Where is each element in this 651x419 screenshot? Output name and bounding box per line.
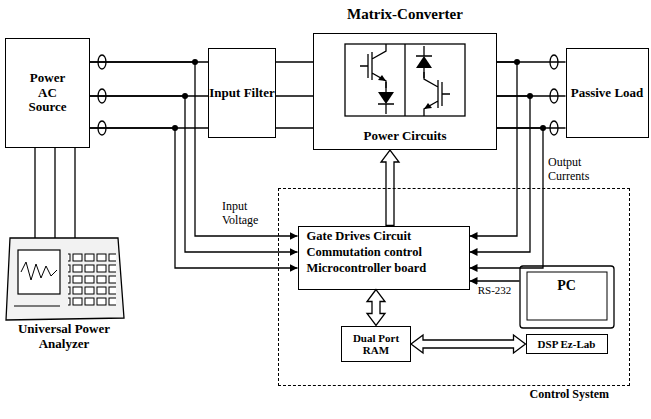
data-bus-arrow bbox=[367, 290, 385, 326]
pc-computer: PC DSP Ez-Lab bbox=[520, 266, 614, 356]
output-current-sensor bbox=[550, 55, 558, 135]
node-label: PC bbox=[520, 278, 614, 294]
signal-wire bbox=[276, 61, 313, 62]
signal-wire bbox=[90, 62, 298, 236]
power-analyzer: Universal Power Analyzer bbox=[5, 238, 123, 352]
signal-label: Input Voltage bbox=[222, 200, 272, 228]
node-label: Commutation control bbox=[307, 244, 422, 260]
node-label: Microcontroller board bbox=[307, 260, 427, 276]
signal-wire bbox=[34, 148, 35, 238]
microcontroller-box: Gate Drives CircuitCommutation controlMi… bbox=[298, 226, 470, 290]
node-label: DSP Ez-Lab bbox=[538, 338, 596, 350]
node-label: Power Circuits bbox=[364, 129, 447, 144]
block-title: Matrix-Converter bbox=[314, 6, 496, 23]
signal-wire bbox=[54, 148, 55, 238]
source-box: Power AC Source bbox=[5, 38, 90, 148]
signal-wire bbox=[470, 96, 531, 252]
dsp-board-box: DSP Ez-Lab bbox=[526, 334, 608, 354]
power-analyzer-device bbox=[6, 238, 124, 320]
node-label: Dual Port RAM bbox=[342, 332, 410, 356]
signal-wire bbox=[470, 62, 518, 236]
node-label: Passive Load bbox=[571, 86, 644, 101]
load-box: Passive Load bbox=[566, 48, 649, 138]
signal-label: Output Currents bbox=[548, 156, 606, 184]
filter-box: Input Filter bbox=[208, 48, 276, 138]
bidirectional-switch-symbol bbox=[345, 44, 465, 116]
node-label: Power AC Source bbox=[21, 71, 75, 116]
signal-wire bbox=[90, 96, 298, 252]
control-system-region: Control SystemGate Drives CircuitCommuta… bbox=[278, 188, 630, 386]
port-label: RS-232 bbox=[477, 284, 513, 297]
ram-box: Dual Port RAM bbox=[341, 326, 411, 362]
node-label: Input Filter bbox=[209, 86, 274, 101]
signal-wire bbox=[74, 148, 75, 238]
pc-monitor bbox=[520, 266, 614, 328]
converter-box: Matrix-ConverterPower Circuits bbox=[313, 33, 497, 150]
signal-wire bbox=[90, 128, 298, 268]
signal-wire bbox=[276, 127, 313, 128]
signal-wire bbox=[470, 128, 544, 268]
current-probe bbox=[98, 55, 106, 135]
node-label: Universal Power Analyzer bbox=[5, 322, 123, 352]
node-label: Control System bbox=[530, 388, 609, 402]
node-label: Gate Drives Circuit bbox=[307, 228, 412, 244]
data-bus-arrow bbox=[411, 335, 526, 353]
signal-wire bbox=[276, 95, 313, 96]
signal-wire bbox=[470, 280, 520, 281]
